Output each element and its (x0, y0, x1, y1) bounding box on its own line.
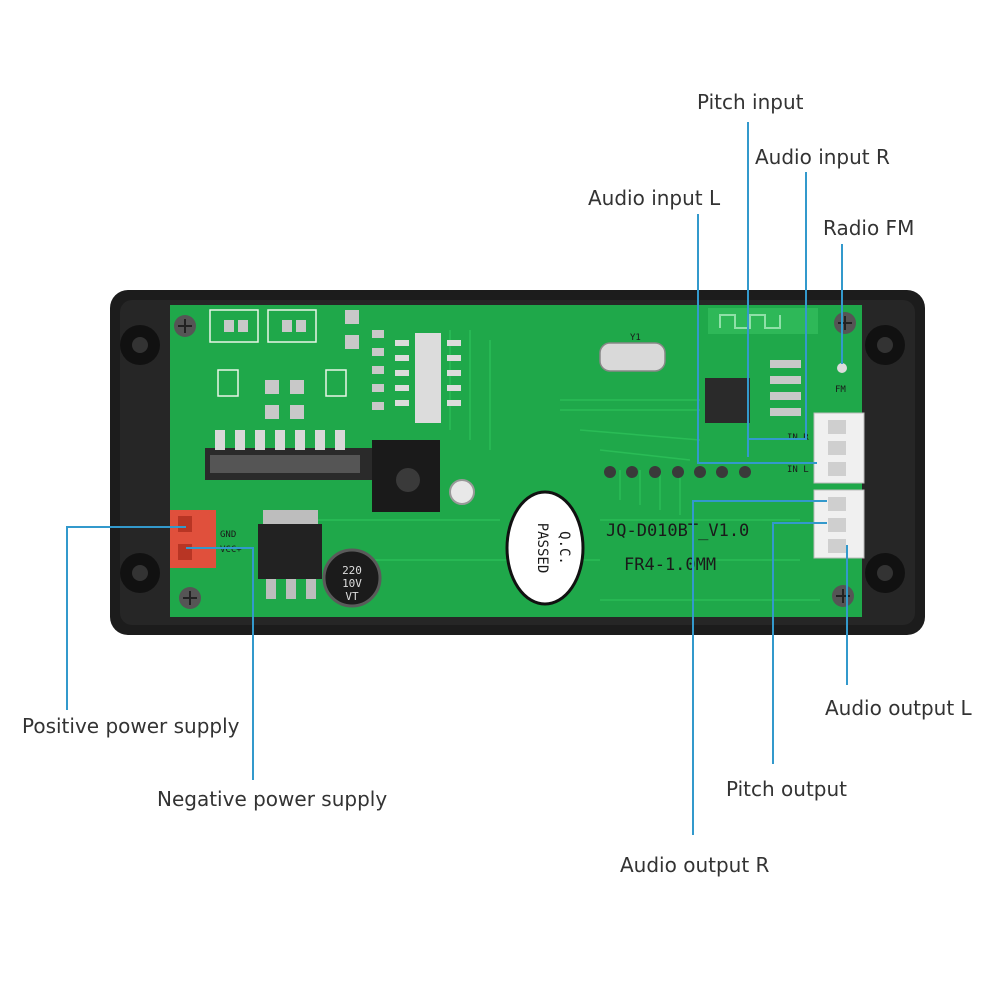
pcb-inl-label: IN L (787, 465, 809, 475)
label-audio-output-r: Audio output R (620, 853, 770, 877)
pcb-vcc-label: VCC+ (220, 545, 242, 555)
capacitor-text-2: 10V (342, 577, 362, 590)
callout-line-audio-input-r (805, 172, 807, 440)
callout-line-pitch-output-h (772, 522, 827, 524)
crystal-label: Y1 (630, 333, 641, 343)
label-negative-power: Negative power supply (157, 787, 388, 811)
pcb-screw (174, 315, 196, 337)
callout-line-audio-output-l (846, 545, 848, 685)
pcb-gnd-label: GND (220, 530, 236, 540)
bt-antenna (708, 308, 818, 334)
pcb-fm-label: FM (835, 385, 846, 395)
voltage-regulator (263, 510, 318, 524)
power-connector (170, 510, 216, 568)
qc-passed-sticker (505, 490, 585, 606)
label-radio-fm: Radio FM (823, 216, 915, 240)
pcb-screw (179, 587, 201, 609)
crystal (599, 342, 666, 372)
label-audio-output-l: Audio output L (825, 696, 972, 720)
callout-line-audio-output-r (692, 500, 694, 835)
capacitor-text-1: 220 (342, 564, 362, 577)
enclosure-post (120, 553, 160, 593)
capacitor-text-3: VT (345, 590, 359, 603)
callout-line-audio-input-l (697, 214, 699, 464)
label-pitch-input: Pitch input (697, 90, 804, 114)
enclosure-post (865, 553, 905, 593)
callout-line-negative-power-h (186, 547, 254, 549)
label-pitch-output: Pitch output (726, 777, 848, 801)
callout-line-audio-output-r-h (692, 500, 827, 502)
callout-line-pitch-output (772, 522, 774, 764)
callout-line-positive-power (66, 526, 68, 710)
enclosure-post (865, 325, 905, 365)
pcb-screw (832, 585, 854, 607)
enclosure-post (120, 325, 160, 365)
label-audio-input-r: Audio input R (755, 145, 890, 169)
fm-pad (837, 363, 847, 373)
mounting-hole (449, 479, 475, 505)
capacitor (322, 548, 382, 608)
pcb-screw (834, 312, 856, 334)
callout-line-positive-power-h (66, 526, 186, 528)
board-material: FR4-1.0MM (624, 555, 716, 575)
label-positive-power: Positive power supply (22, 714, 240, 738)
callout-line-pitch-input (747, 122, 749, 457)
label-audio-input-l: Audio input L (588, 186, 721, 210)
callout-line-radio-fm (841, 244, 843, 364)
callout-line-audio-input-r-h (747, 438, 807, 440)
qc-line-1: Q.C. (556, 531, 572, 565)
bt-chip (705, 378, 750, 423)
callout-line-audio-input-l-h (697, 462, 817, 464)
board-model: JQ-D010BT_V1.0 (606, 521, 749, 541)
callout-line-negative-power (252, 547, 254, 780)
qc-line-2: PASSED (534, 523, 550, 574)
